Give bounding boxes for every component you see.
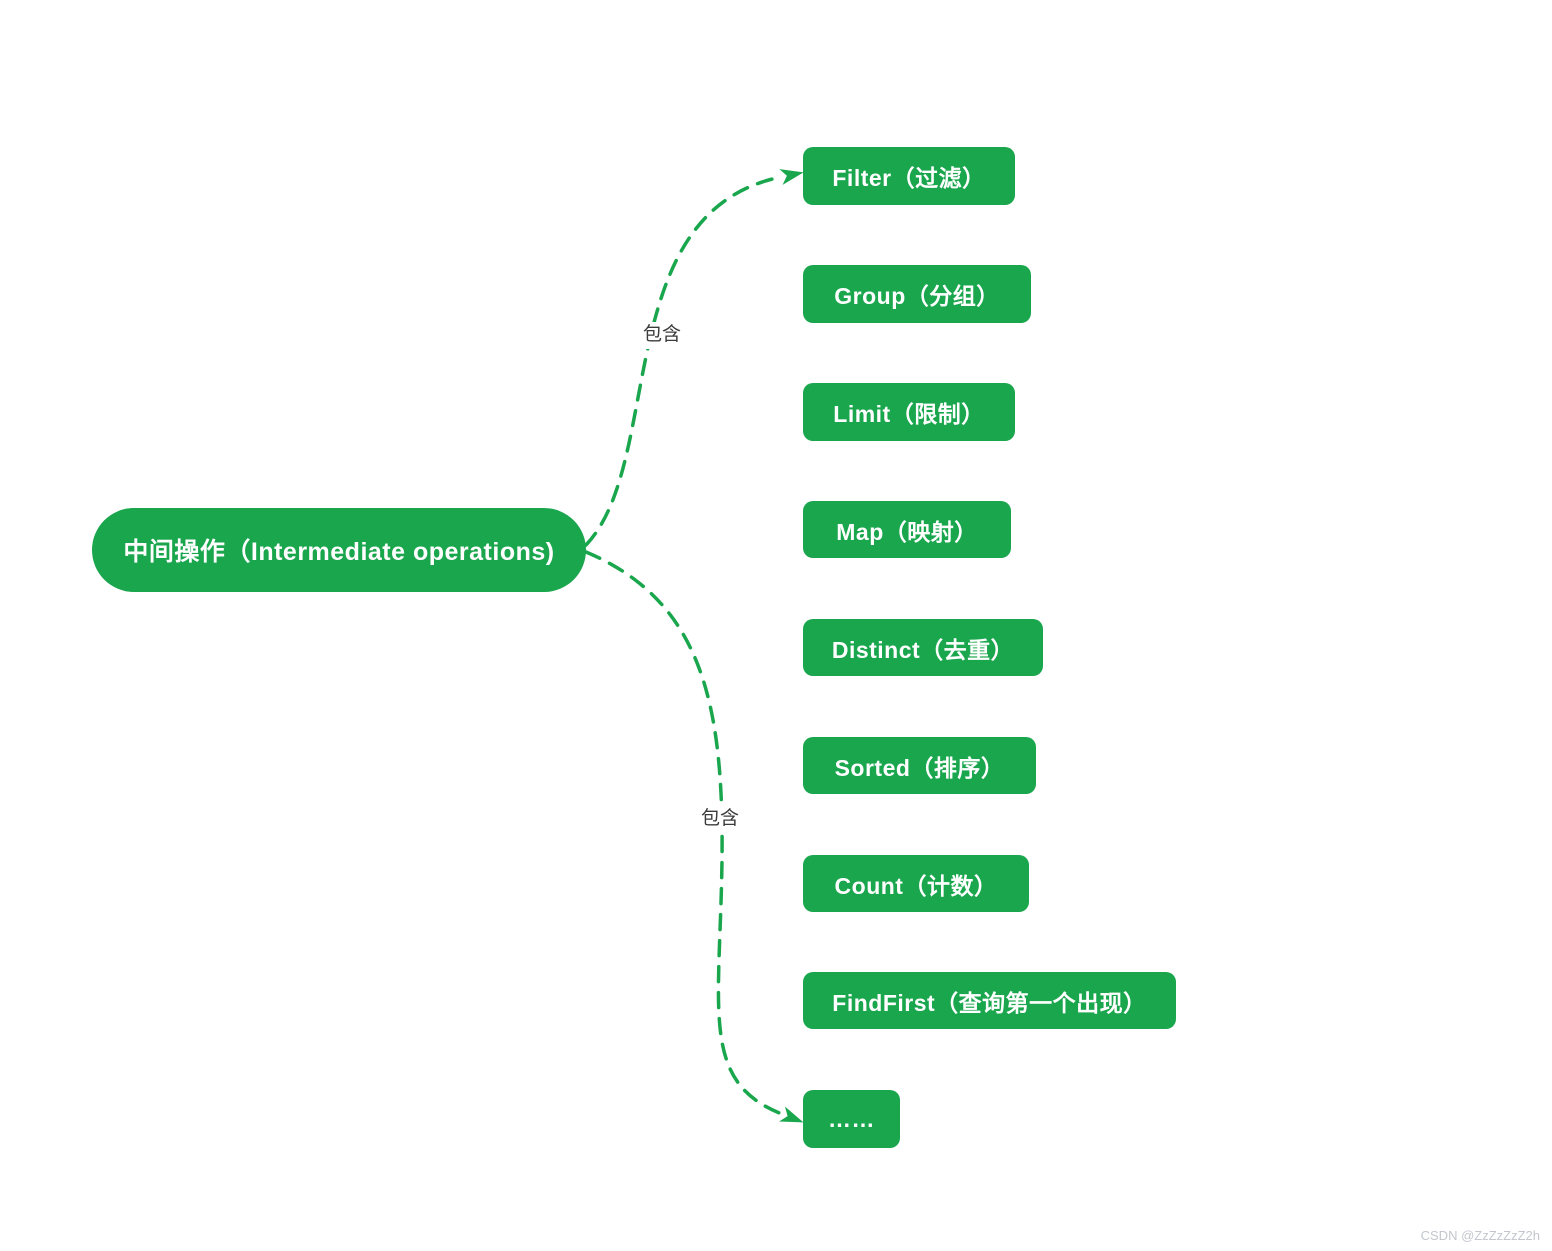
node-findfirst[interactable]: FindFirst（查询第一个出现）	[803, 972, 1176, 1029]
node-label: FindFirst（查询第一个出现）	[832, 989, 1147, 1016]
node-label: Count（计数）	[834, 872, 998, 899]
node-label: 中间操作（Intermediate operations)	[123, 538, 555, 566]
node-label: ……	[828, 1105, 875, 1132]
node-sorted[interactable]: Sorted（排序）	[803, 737, 1036, 794]
node-limit[interactable]: Limit（限制）	[803, 383, 1015, 441]
csdn-watermark: CSDN @ZzZzZzZ2h	[1420, 1228, 1540, 1243]
node-ellipsis[interactable]: ……	[803, 1090, 900, 1148]
edge-label-contains-bottom[interactable]: 包含	[698, 806, 743, 833]
node-group[interactable]: Group（分组）	[803, 265, 1031, 323]
node-label: Map（映射）	[836, 518, 978, 545]
edge-label-contains-top[interactable]: 包含	[640, 322, 685, 349]
node-root-intermediate-operations[interactable]: 中间操作（Intermediate operations)	[92, 508, 586, 592]
node-count[interactable]: Count（计数）	[803, 855, 1029, 912]
node-label: Sorted（排序）	[834, 754, 1005, 781]
edge-contains-bottom	[584, 550, 804, 1123]
node-label: Filter（过滤）	[832, 165, 986, 191]
node-label: Limit（限制）	[833, 401, 985, 427]
node-filter[interactable]: Filter（过滤）	[803, 147, 1015, 205]
node-distinct[interactable]: Distinct（去重）	[803, 619, 1043, 676]
edge-contains-top	[584, 169, 804, 547]
node-map[interactable]: Map（映射）	[803, 501, 1011, 558]
node-label: Group（分组）	[834, 283, 1000, 309]
node-label: Distinct（去重）	[831, 636, 1015, 663]
